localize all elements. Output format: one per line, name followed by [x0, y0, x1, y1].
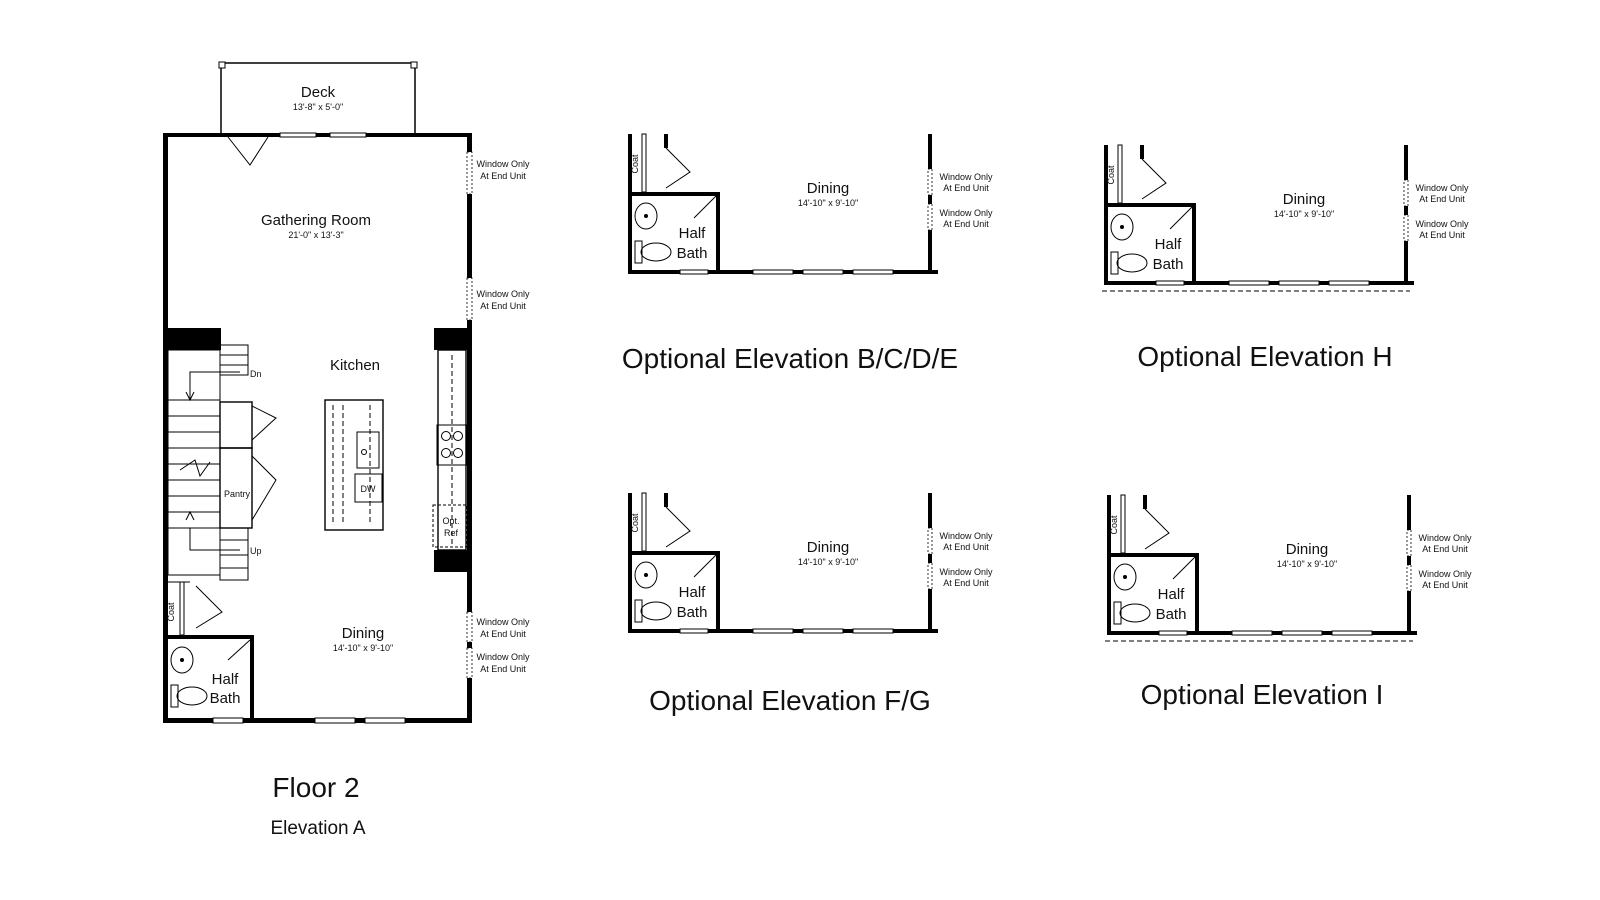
stairs: Dn Up — [167, 344, 262, 581]
elevation-window-note-2b: At End Unit — [943, 219, 989, 229]
elevation-window-note-1b: At End Unit — [943, 542, 989, 552]
elevation-window-note-2b: At End Unit — [1422, 580, 1468, 590]
elevation-window-note-2b: At End Unit — [1419, 230, 1465, 240]
coat-and-half-bath: Coat Half Bath — [166, 581, 254, 720]
pantry-label: Pantry — [224, 489, 251, 499]
window-note-3a: Window Only — [476, 617, 530, 627]
window-note-4b: At End Unit — [480, 664, 526, 674]
stairs-up-label: Up — [250, 546, 262, 556]
elevation-subtitle: Elevation A — [270, 818, 365, 839]
dining-dimension: 14'-10" x 9'-10" — [333, 643, 393, 653]
stairs-down-label: Dn — [250, 369, 262, 379]
elevation-coat-label: Coat — [1109, 515, 1119, 535]
window-note-1a: Window Only — [476, 159, 530, 169]
elevation-window-note-1a: Window Only — [939, 531, 993, 541]
elevation-dining-dimension: 14'-10" x 9'-10" — [1274, 209, 1334, 219]
deck-label: Deck — [301, 84, 336, 101]
main-floor-plan: Deck 13'-8" x 5'-0" — [163, 61, 530, 839]
elevation-bath-label: Bath — [1153, 256, 1184, 273]
opt-ref-label-1: Opt. — [442, 516, 459, 526]
elevation-window-note-1a: Window Only — [939, 172, 993, 182]
elevation-plan-outline — [627, 133, 939, 275]
dining-label: Dining — [342, 625, 385, 642]
elevation-bath-label: Bath — [677, 604, 708, 621]
window-note-2b: At End Unit — [480, 301, 526, 311]
kitchen-island: DW — [324, 399, 384, 531]
exterior-walls — [163, 132, 473, 724]
elevation-coat-label: Coat — [630, 154, 640, 174]
elevation-bath-label: Bath — [677, 245, 708, 262]
elevation-plan-outline — [627, 492, 939, 634]
elevation-title: Optional Elevation F/G — [649, 685, 931, 716]
elevation-plan-outline — [1103, 144, 1415, 286]
elevation-dining-label: Dining — [1286, 541, 1329, 558]
elevation-dining-dimension: 14'-10" x 9'-10" — [798, 557, 858, 567]
elevation-window-note-2a: Window Only — [939, 208, 993, 218]
elevation-window-note-1b: At End Unit — [1419, 194, 1465, 204]
elevation-window-note-2b: At End Unit — [943, 578, 989, 588]
elevation-window-note-2a: Window Only — [1415, 219, 1469, 229]
coat-label: Coat — [166, 602, 176, 622]
kitchen-label: Kitchen — [330, 357, 380, 374]
elevation-bath-label: Bath — [1156, 606, 1187, 623]
window-note-2a: Window Only — [476, 289, 530, 299]
elevation-window-note-2a: Window Only — [939, 567, 993, 577]
elevation-half-label: Half — [1155, 236, 1183, 253]
elevation-dining-label: Dining — [807, 180, 850, 197]
elevation-coat-label: Coat — [630, 513, 640, 533]
elevation-half-label: Half — [679, 225, 707, 242]
gathering-room-label: Gathering Room — [261, 212, 371, 229]
elevation-dining-label: Dining — [807, 539, 850, 556]
window-note-3b: At End Unit — [480, 629, 526, 639]
elevation-coat-label: Coat — [1106, 165, 1116, 185]
elevation-half-label: Half — [1158, 586, 1186, 603]
window-notes: Window Only At End Unit Window Only At E… — [476, 159, 530, 674]
elevation-window-note-1b: At End Unit — [1422, 544, 1468, 554]
deck: Deck 13'-8" x 5'-0" — [218, 61, 418, 136]
elevation-dining-dimension: 14'-10" x 9'-10" — [798, 198, 858, 208]
elevation-title: Optional Elevation B/C/D/E — [622, 343, 958, 374]
gathering-room-dimension: 21'-0" x 13'-3" — [288, 230, 343, 240]
elevation-window-note-2a: Window Only — [1418, 569, 1472, 579]
elevation-window-note-1a: Window Only — [1415, 183, 1469, 193]
kitchen-counter: Opt. Ref — [432, 349, 468, 551]
opt-ref-label-2: Ref — [444, 528, 459, 538]
half-bath-label-2: Bath — [210, 690, 241, 707]
dishwasher-label: DW — [361, 484, 376, 494]
elevation-dining-dimension: 14'-10" x 9'-10" — [1277, 559, 1337, 569]
elevation-title: Optional Elevation H — [1137, 341, 1392, 372]
elevation-window-note-1a: Window Only — [1418, 533, 1472, 543]
deck-dimension: 13'-8" x 5'-0" — [293, 102, 343, 112]
elevation-title: Optional Elevation I — [1141, 679, 1384, 710]
elevation-dining-label: Dining — [1283, 191, 1326, 208]
pantry: Pantry — [219, 401, 277, 529]
window-note-4a: Window Only — [476, 652, 530, 662]
deck-door — [227, 136, 269, 166]
elevation-half-label: Half — [679, 584, 707, 601]
floor-title: Floor 2 — [272, 772, 359, 803]
elevation-plan-outline — [1106, 494, 1418, 636]
window-note-1b: At End Unit — [480, 171, 526, 181]
elevation-window-note-1b: At End Unit — [943, 183, 989, 193]
half-bath-label-1: Half — [212, 671, 240, 688]
